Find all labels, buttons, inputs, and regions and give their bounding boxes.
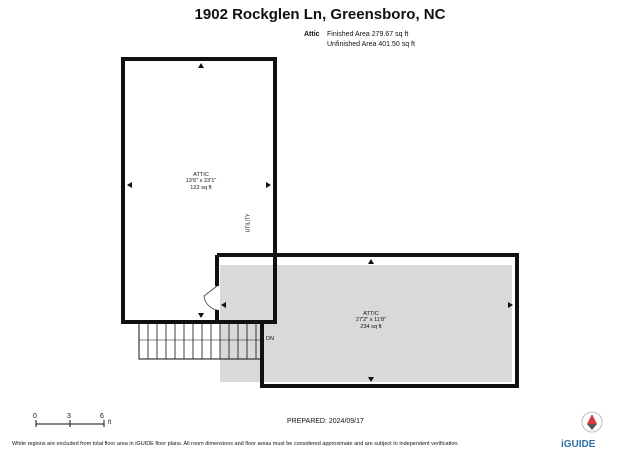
dimension-arrows	[127, 63, 513, 382]
utility-label: UTILITY	[245, 213, 252, 233]
scale-tick-6: 6	[100, 413, 104, 420]
scale-tick-3: 3	[67, 413, 71, 420]
lower-attic-dims: 27'2" x 11'8"	[355, 317, 387, 324]
lower-attic-area: 234 sq ft	[360, 323, 382, 330]
scale-tick-0: 0	[33, 413, 37, 420]
stairs-down-label: DN	[266, 336, 274, 342]
page-title: 1902 Rockglen Ln, Greensboro, NC	[194, 6, 446, 23]
iguide-logo: iGUIDE	[561, 439, 596, 450]
door-swing	[203, 285, 218, 311]
upper-attic-label: ATTIC 13'6" x 23'1" 122 sq ft	[166, 172, 236, 191]
disclaimer: White regions are excluded from total fl…	[12, 441, 459, 447]
upper-attic-area: 122 sq ft	[190, 184, 212, 191]
lower-attic-name: ATTIC	[363, 311, 379, 317]
level-name: Attic	[304, 31, 320, 38]
finished-area: Finished Area 279.67 sq ft	[327, 31, 409, 38]
lower-attic-label: ATTIC 27'2" x 11'8" 234 sq ft	[336, 311, 406, 330]
scale-bar	[35, 420, 105, 427]
unfinished-area: Unfinished Area 401.50 sq ft	[327, 41, 415, 48]
compass-icon	[581, 411, 603, 433]
prepared-date: PREPARED: 2024/09/17	[287, 418, 364, 425]
stairs	[138, 321, 263, 360]
upper-attic-name: ATTIC	[193, 172, 209, 178]
scale-unit: ft	[108, 420, 112, 426]
lower-attic-walls	[217, 253, 519, 388]
upper-attic-dims: 13'6" x 23'1"	[185, 178, 217, 185]
